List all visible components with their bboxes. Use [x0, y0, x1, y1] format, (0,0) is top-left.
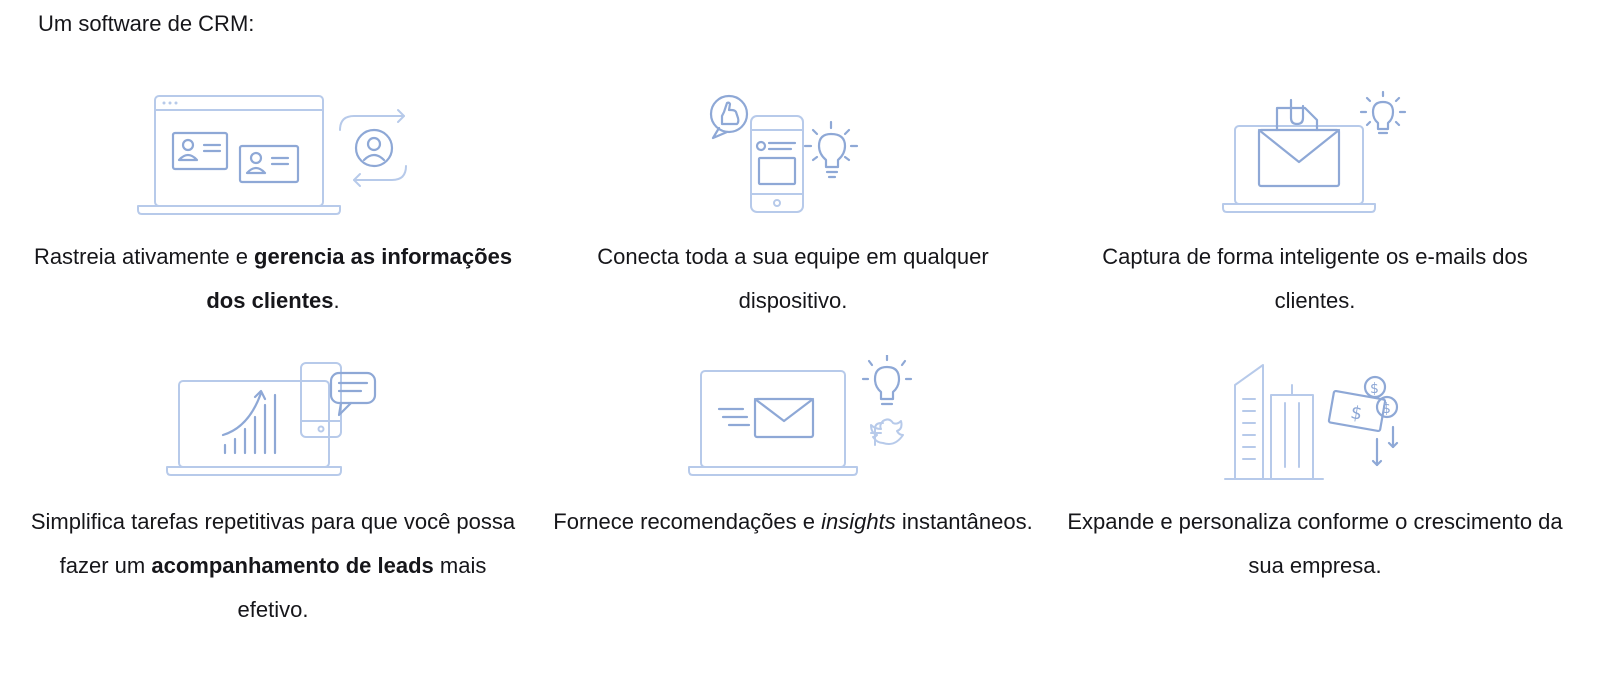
caption-text-run: Captura de forma inteligente os e-mails …: [1102, 244, 1528, 313]
feature-caption: Expande e personaliza conforme o crescim…: [1065, 500, 1565, 588]
feature-scale-customize: $ $ $ Expande e personaliza conforme o c…: [1065, 355, 1565, 588]
caption-text-run: instantâneos.: [895, 509, 1033, 534]
caption-text-run: mais efetivo.: [237, 553, 487, 622]
caption-text-run: gerencia as informações dos clientes: [206, 244, 513, 313]
caption-text-run: Fornece recomendações e: [553, 509, 822, 534]
caption-text-run: Expande e personaliza conforme o crescim…: [1067, 509, 1563, 578]
caption-text-run: insights: [821, 509, 896, 534]
feature-caption: Rastreia ativamente e gerencia as inform…: [23, 235, 523, 323]
laptop-growth-chart-phone-icon: [166, 362, 377, 476]
caption-text-run: acompanhamento de leads: [151, 553, 434, 578]
caption-text-run: Conecta toda a sua equipe em qualquer di…: [597, 244, 989, 313]
intro-heading: Um software de CRM:: [38, 11, 255, 36]
phone-like-lightbulb-icon: [709, 94, 859, 213]
feature-track-customer-info: Rastreia ativamente e gerencia as inform…: [23, 88, 523, 323]
feature-connect-team: Conecta toda a sua equipe em qualquer di…: [543, 88, 1043, 323]
caption-text-run: Simplifica tarefas repetitivas para que …: [30, 509, 516, 578]
svg-text:$: $: [1370, 381, 1379, 397]
feature-caption: Captura de forma inteligente os e-mails …: [1065, 235, 1565, 323]
feature-simplify-tasks: Simplifica tarefas repetitivas para que …: [23, 355, 523, 632]
caption-text-run: .: [333, 288, 340, 313]
laptop-email-social-lightbulb-icon: [688, 355, 913, 476]
laptop-contact-cards-sync-icon: [137, 95, 407, 215]
caption-text-run: Rastreia ativamente e: [33, 244, 255, 269]
laptop-envelope-lightbulb-icon: [1222, 90, 1407, 213]
buildings-money-growth-icon: $ $ $: [1224, 364, 1399, 480]
feature-caption: Simplifica tarefas repetitivas para que …: [23, 500, 523, 632]
svg-text:$: $: [1349, 402, 1364, 425]
feature-capture-emails: Captura de forma inteligente os e-mails …: [1065, 88, 1565, 323]
feature-recommendations-insights: Fornece recomendações e insights instant…: [543, 355, 1043, 544]
svg-text:$: $: [1382, 401, 1391, 417]
feature-caption: Conecta toda a sua equipe em qualquer di…: [543, 235, 1043, 323]
feature-caption: Fornece recomendações e insights instant…: [543, 500, 1043, 544]
